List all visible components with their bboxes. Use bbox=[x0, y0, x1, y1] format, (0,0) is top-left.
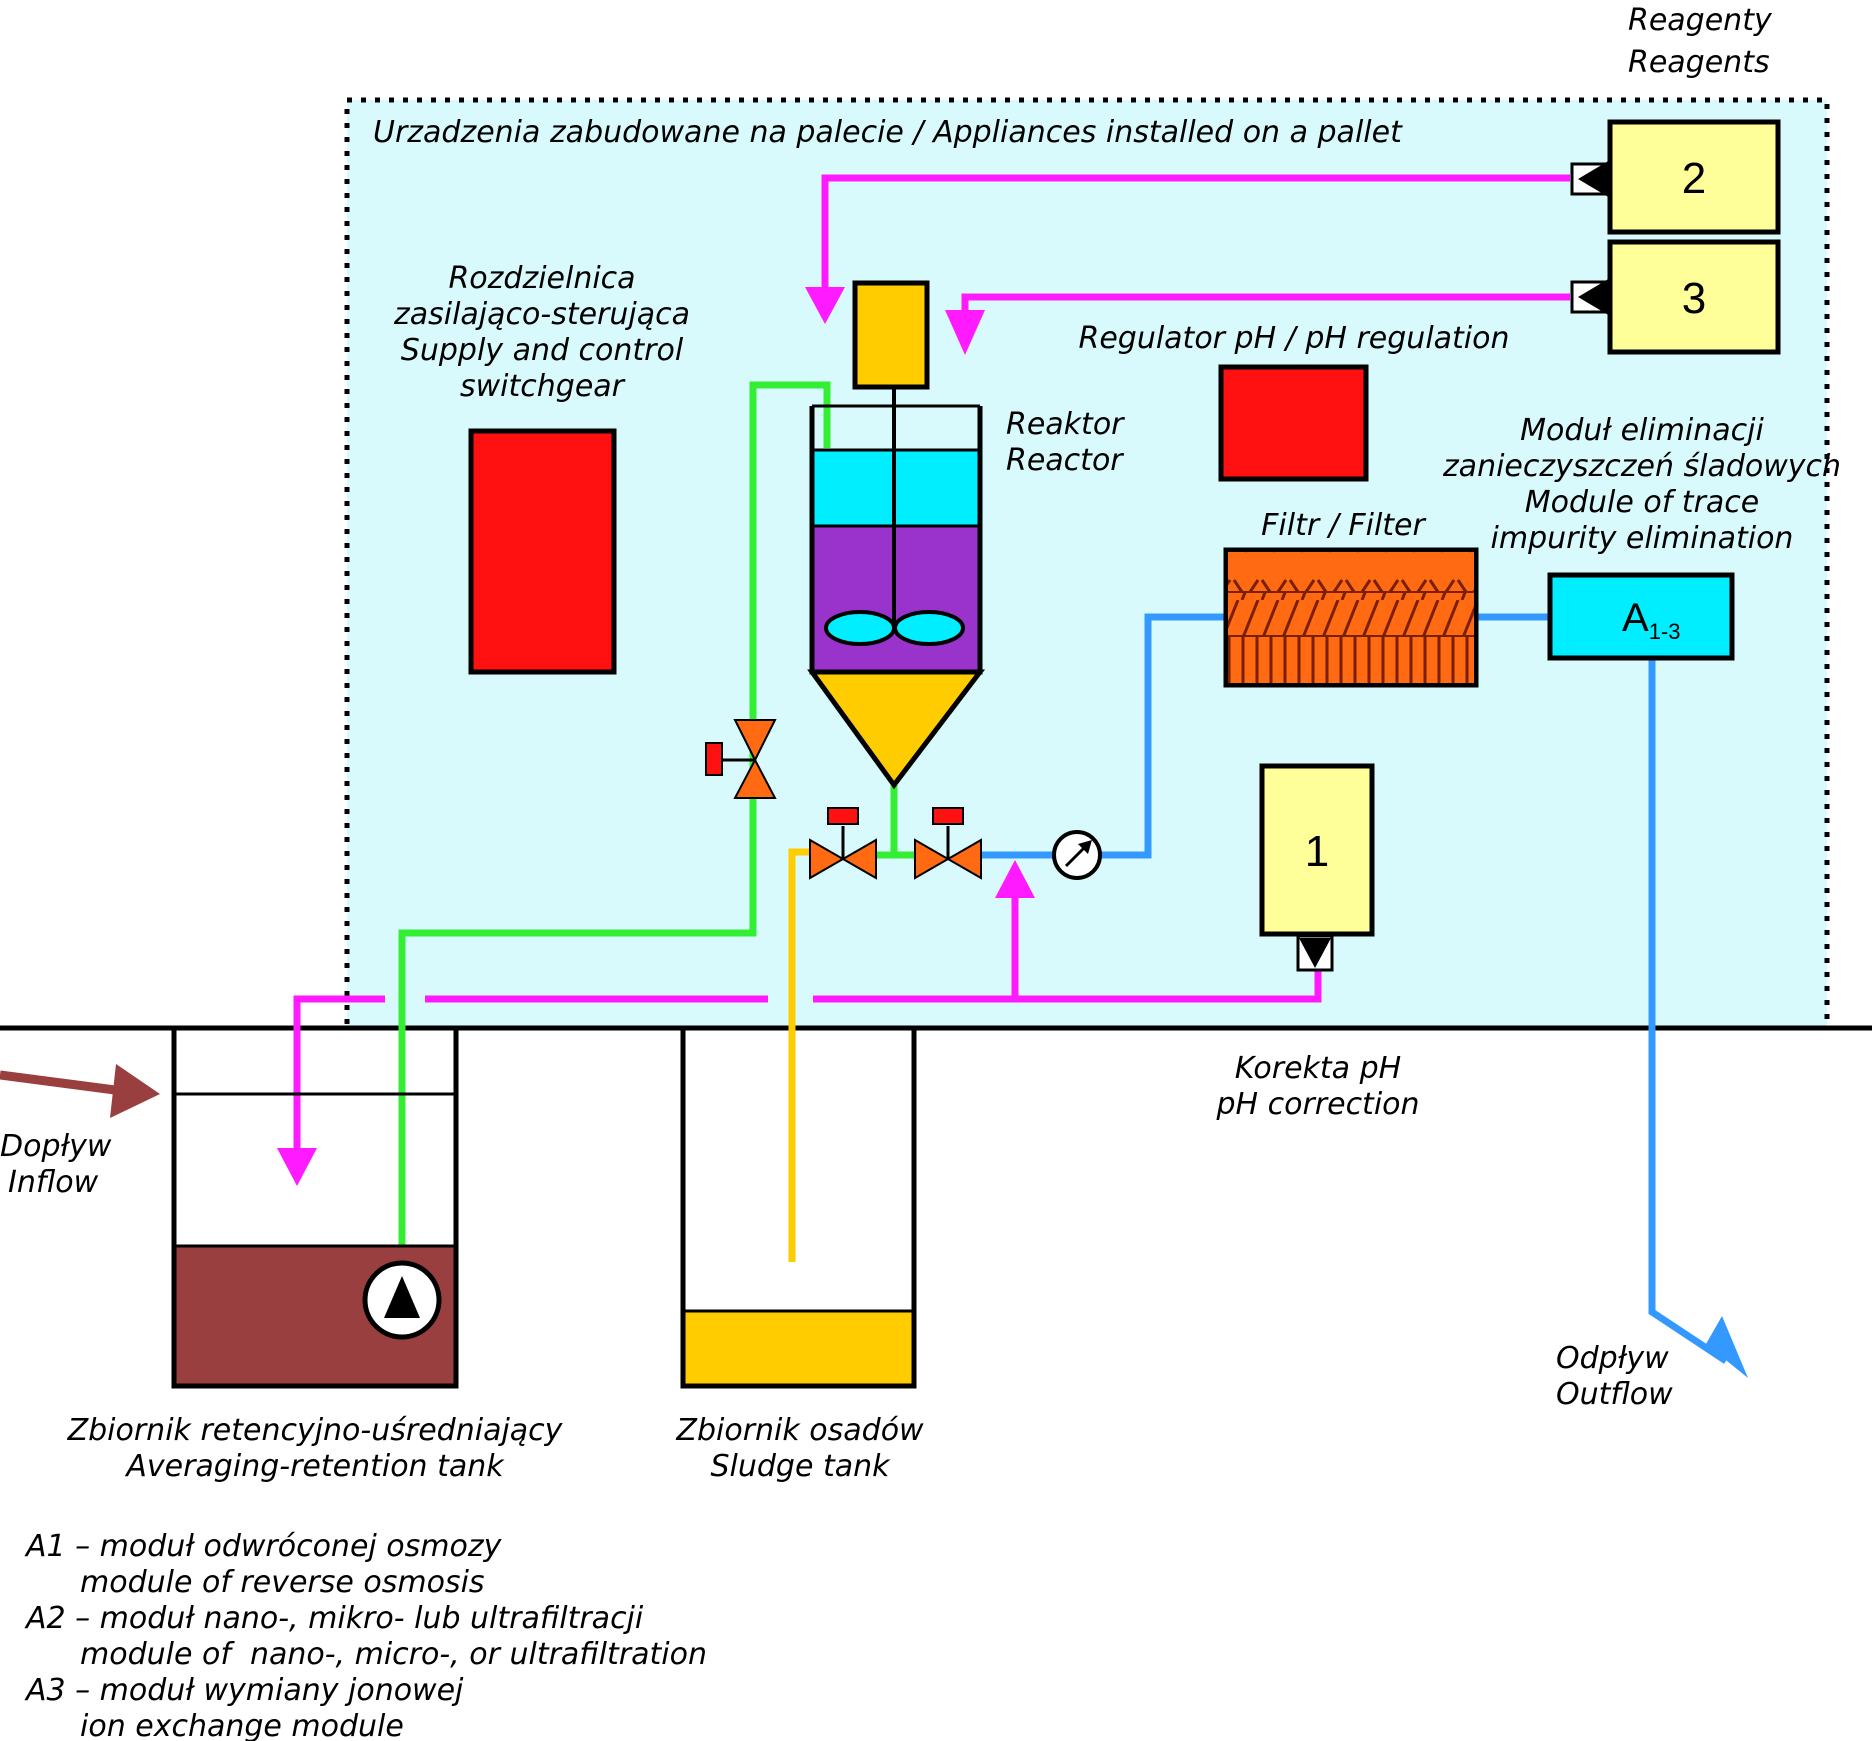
legend-a2-pl: A2 – moduł nano-, mikro- lub ultrafiltra… bbox=[24, 1601, 644, 1636]
switchgear: Rozdzielnica zasilająco-sterująca Supply… bbox=[393, 261, 690, 675]
legend-a2-en: module of nano-, micro-, or ultrafiltrat… bbox=[80, 1637, 707, 1672]
tank-2-label: 2 bbox=[1682, 154, 1706, 203]
sludge-tank-label-en: Sludge tank bbox=[710, 1449, 891, 1484]
reactor-label-pl: Reaktor bbox=[1006, 407, 1125, 442]
arrow-to-outflow-line bbox=[995, 860, 1035, 898]
switchgear-line4: switchgear bbox=[460, 369, 626, 404]
reagents-header-pl: Reagenty bbox=[1628, 3, 1773, 38]
averaging-tank-label-en: Averaging-retention tank bbox=[124, 1449, 505, 1484]
trace-module-line2: zanieczyszczeń śladowych bbox=[1442, 449, 1841, 484]
trace-module-box bbox=[1547, 572, 1735, 661]
switchgear-line3: Supply and control bbox=[401, 333, 684, 368]
legend-a3-pl: A3 – moduł wymiany jonowej bbox=[24, 1673, 464, 1708]
reagent-tank-1: 1 bbox=[1259, 763, 1375, 972]
switchgear-line2: zasilająco-sterująca bbox=[393, 297, 690, 332]
filter: Filtr / Filter bbox=[1223, 508, 1479, 688]
averaging-tank: Zbiornik retencyjno-uśredniający Averagi… bbox=[67, 1028, 564, 1484]
reagents-header-en: Reagents bbox=[1628, 45, 1770, 80]
trace-module-line3: Module of trace bbox=[1525, 485, 1760, 520]
outflow-arrowhead bbox=[1706, 1316, 1748, 1378]
pallet-title: Urzadzenia zabudowane na palecie / Appli… bbox=[373, 115, 1403, 150]
water-line bbox=[980, 613, 1728, 1364]
trace-module-line4: impurity elimination bbox=[1491, 521, 1794, 556]
tank-3-label: 3 bbox=[1682, 274, 1706, 323]
ph-correction-line1: Korekta pH bbox=[1235, 1051, 1401, 1086]
switchgear-line1: Rozdzielnica bbox=[448, 261, 635, 296]
reactor-label-en: Reactor bbox=[1006, 443, 1124, 478]
pump-icon bbox=[362, 1260, 442, 1340]
outflow-label-pl: Odpływ bbox=[1556, 1341, 1669, 1376]
outflow-label-en: Outflow bbox=[1556, 1377, 1673, 1412]
sludge-tank: Zbiornik osadów Sludge tank bbox=[675, 1028, 924, 1484]
filter-label: Filtr / Filter bbox=[1261, 508, 1426, 543]
inflow-label-pl: Dopływ bbox=[0, 1129, 112, 1164]
ph-regulator: Regulator pH / pH regulation bbox=[1078, 321, 1510, 482]
averaging-tank-label-pl: Zbiornik retencyjno-uśredniający bbox=[67, 1413, 564, 1448]
ph-correction-line2: pH correction bbox=[1215, 1087, 1419, 1122]
reactor-motor bbox=[852, 280, 930, 390]
inflow: Dopływ Inflow bbox=[0, 1064, 160, 1200]
ph-regulator-box bbox=[1218, 364, 1369, 482]
trace-module-code: A1-3 bbox=[1622, 596, 1680, 644]
inflow-arrowhead bbox=[110, 1064, 160, 1118]
ph-regulator-label: Regulator pH / pH regulation bbox=[1078, 321, 1509, 356]
legend-a1-en: module of reverse osmosis bbox=[80, 1565, 485, 1600]
pump-line bbox=[398, 381, 831, 1262]
mixer-blade-left bbox=[824, 610, 896, 646]
reagent-arrowheads bbox=[277, 287, 1035, 1186]
tank-1-label: 1 bbox=[1305, 827, 1329, 876]
reactor: Reaktor Reactor bbox=[807, 280, 1125, 790]
valve-outlet bbox=[914, 807, 982, 880]
legend-a3-en: ion exchange module bbox=[80, 1709, 404, 1741]
reagent-tank-2: 2 bbox=[1570, 119, 1781, 235]
arrow-to-reactor-right bbox=[945, 310, 985, 355]
valve-sludge bbox=[809, 807, 877, 880]
legend-a1-pl: A1 – moduł odwróconej osmozy bbox=[24, 1529, 503, 1564]
module-legend: A1 – moduł odwróconej osmozy module of r… bbox=[24, 1529, 707, 1741]
pressure-gauge-icon bbox=[1052, 830, 1102, 880]
sludge-tank-label-pl: Zbiornik osadów bbox=[675, 1413, 924, 1448]
switchgear-box bbox=[468, 428, 617, 675]
inflow-label-en: Inflow bbox=[8, 1165, 99, 1200]
valve-pump-line bbox=[705, 719, 777, 799]
trace-module: Moduł eliminacji zanieczyszczeń śladowyc… bbox=[1442, 413, 1841, 661]
arrow-to-averaging-tank bbox=[277, 1148, 317, 1186]
arrow-to-reactor-left bbox=[805, 287, 845, 324]
trace-module-line1: Moduł eliminacji bbox=[1520, 413, 1764, 448]
reagent-tank-3: 3 bbox=[1570, 239, 1781, 355]
mixer-blade-right bbox=[893, 610, 965, 646]
